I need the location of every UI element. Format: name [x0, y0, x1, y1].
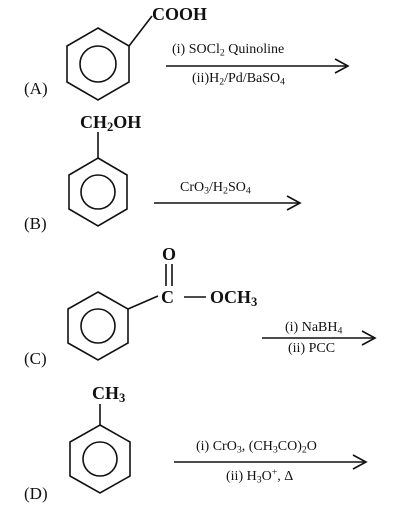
reaction-label-c: (C)	[24, 349, 47, 368]
benzene-ring-d	[69, 424, 131, 494]
condition-a-bottom: (ii)H2/Pd/BaSO4	[192, 71, 286, 88]
condition-c-bottom: (ii) PCC	[288, 341, 336, 356]
condition-d-top: (i) CrO3, (CH3CO)2O	[196, 439, 317, 456]
substituent-och3: OCH3	[210, 287, 258, 310]
reaction-label-b: (B)	[24, 214, 47, 233]
benzene-ring-b	[68, 157, 128, 227]
reaction-arrow-b	[154, 195, 302, 211]
benzene-ring-c	[67, 291, 129, 361]
condition-a-top: (i) SOCl2 Quinoline	[172, 42, 285, 59]
reaction-label-a: (A)	[24, 79, 48, 98]
carbonyl-carbon: C	[161, 287, 174, 307]
double-bond-c-o	[165, 264, 173, 286]
substituent-cooh: COOH	[152, 4, 208, 24]
substituent-ch3: CH3	[92, 383, 126, 406]
carbonyl-oxygen: O	[162, 244, 177, 264]
bond-c-ring-carbonyl	[127, 295, 159, 310]
reaction-label-d: (D)	[24, 484, 48, 503]
reaction-arrow-a	[166, 58, 350, 74]
reaction-arrow-c	[262, 330, 377, 346]
condition-d-bottom: (ii) H3O+, Δ	[226, 467, 294, 486]
bond-a-ring-cooh	[128, 15, 153, 47]
benzene-ring-a	[66, 27, 130, 101]
condition-c-top: (i) NaBH4	[285, 320, 343, 337]
condition-b-top: CrO3/H2SO4	[180, 180, 251, 197]
reaction-arrow-d	[174, 454, 368, 470]
substituent-ch2oh: CH2OH	[80, 112, 142, 135]
